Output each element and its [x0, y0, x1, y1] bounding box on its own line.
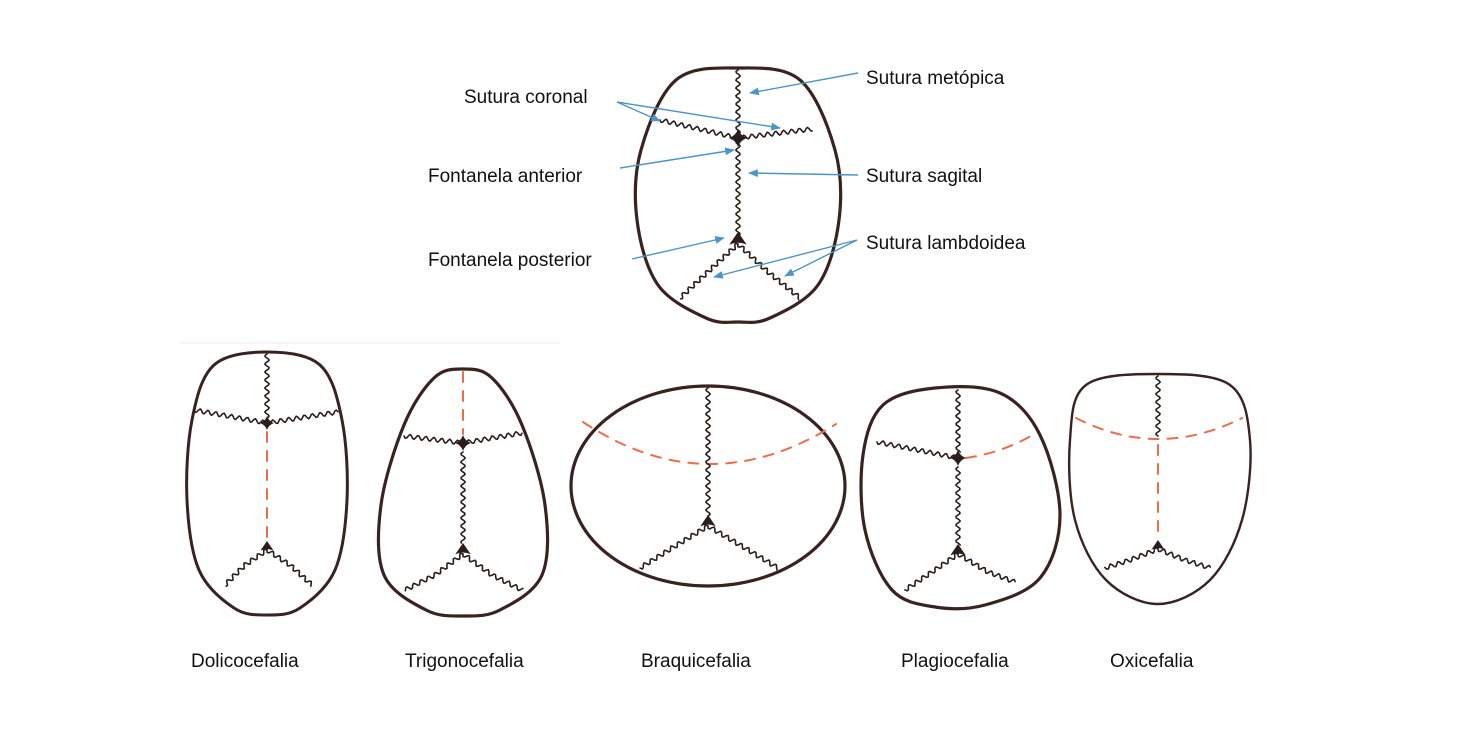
arrow-fontanela-anterior — [619, 147, 735, 169]
pointer-arrows — [616, 72, 859, 279]
caption-trigonocefalia: Trigonocefalia — [405, 651, 524, 672]
caption-braquicefalia: Braquicefalia — [641, 651, 751, 672]
label-sutura-metopica: Sutura metópica — [866, 68, 1005, 89]
coronal-synostosis — [1075, 417, 1243, 440]
lambdoid-suture-right — [266, 549, 313, 588]
arrow-lambdoidea-left — [713, 239, 858, 279]
posterior-fontanelle — [729, 232, 747, 245]
anterior-fontanelle — [950, 450, 966, 466]
caption-oxicefalia: Oxicefalia — [1110, 651, 1194, 672]
posterior-fontanelle — [700, 515, 716, 527]
lambdoid-suture-left — [225, 548, 268, 587]
arrow-coronal-left — [616, 101, 661, 122]
sagittal-suture — [955, 466, 961, 546]
posterior-fontanelle — [950, 544, 966, 556]
anterior-fontanelle — [260, 416, 274, 430]
skull-braquicefalia — [569, 384, 847, 588]
arrow-fontanela-posterior — [631, 236, 725, 260]
arrow-metopica — [749, 72, 859, 96]
lambdoid-suture-right — [707, 525, 778, 571]
coronal-suture-right — [737, 126, 813, 141]
metopic-suture — [264, 353, 270, 419]
caption-plagiocefalia: Plagiocefalia — [901, 651, 1009, 672]
skull-outline — [859, 385, 1062, 611]
coronal-suture-left — [193, 408, 268, 426]
skull-dolicocefalia — [185, 350, 349, 617]
sagittal-suture — [705, 387, 711, 517]
coronal-suture-right — [266, 409, 339, 426]
skull-plagiocefalia — [859, 385, 1062, 611]
label-fontanela-anterior: Fontanela anterior — [428, 166, 583, 187]
skull-outline — [569, 384, 847, 588]
posterior-fontanelle — [1151, 540, 1165, 550]
lambdoid-suture-right — [957, 553, 1016, 583]
lambdoid-suture-left — [1104, 546, 1159, 570]
label-fontanela-posterior: Fontanela posterior — [428, 250, 592, 271]
sagittal-suture — [735, 139, 741, 237]
coronal-suture-left — [403, 433, 464, 446]
anterior-fontanelle — [729, 129, 747, 147]
caption-dolicocefalia: Dolicocefalia — [191, 651, 299, 672]
normal-skull — [633, 66, 843, 324]
anterior-fontanelle — [455, 435, 471, 451]
lambdoid-suture-left — [904, 552, 959, 592]
metopic-suture — [1155, 375, 1161, 437]
skull-outline — [633, 66, 843, 324]
posterior-fontanelle — [455, 543, 471, 555]
skull-outline — [185, 350, 349, 617]
arrow-lambdoidea-right — [784, 239, 858, 277]
label-sutura-sagital: Sutura sagital — [866, 166, 982, 187]
unilateral-coronal-synostosis — [965, 433, 1035, 459]
skull-oxicefalia — [1067, 372, 1252, 606]
coronal-suture-left — [659, 118, 739, 140]
skull-trigonocefalia — [376, 367, 550, 618]
arrow-sagital — [748, 169, 859, 178]
metopic-suture — [955, 389, 961, 453]
lambdoid-suture-right — [736, 243, 800, 301]
sagittal-suture — [460, 451, 466, 544]
coronal-suture-right — [462, 431, 523, 446]
posterior-fontanelle — [260, 541, 274, 551]
arrow-coronal-right — [616, 101, 781, 131]
skull-outline — [1067, 372, 1252, 606]
label-sutura-coronal: Sutura coronal — [464, 87, 588, 108]
lambdoid-suture-left — [680, 242, 739, 300]
lambdoid-suture-right — [462, 553, 524, 592]
label-sutura-lambdoidea: Sutura lambdoidea — [866, 233, 1026, 254]
metopic-suture — [735, 69, 741, 136]
coronal-suture-left — [876, 440, 959, 461]
skull-outline — [376, 367, 550, 618]
lambdoid-suture-right — [1157, 548, 1212, 570]
lambdoid-suture-left — [639, 524, 709, 570]
lambdoid-suture-left — [404, 552, 464, 592]
